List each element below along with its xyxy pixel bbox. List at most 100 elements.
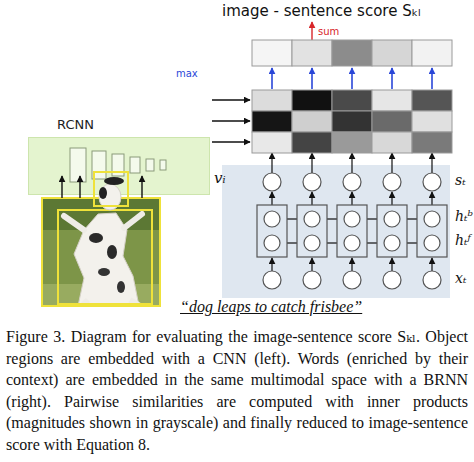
brnn-panel <box>222 165 450 298</box>
operation-label: max <box>176 68 198 80</box>
unit-circle <box>384 235 400 251</box>
node-heading: RCNN <box>57 118 94 133</box>
similarity-cell <box>332 132 372 153</box>
unit-circle <box>264 235 280 251</box>
input-sentence: “dog leaps to catch frisbee” <box>180 298 362 316</box>
detection-arrow <box>61 176 62 198</box>
score-cell <box>252 40 292 66</box>
output-arrow <box>271 192 272 205</box>
dog-spot <box>98 268 110 276</box>
similarity-cell <box>292 111 332 132</box>
max-arrow <box>431 68 433 89</box>
unit-circle <box>263 173 281 191</box>
math-symbol: hₜᵇ <box>455 208 473 224</box>
output-arrow <box>391 192 392 205</box>
similarity-cell <box>412 132 452 153</box>
similarity-cell <box>332 111 372 132</box>
unit-circle <box>423 271 441 289</box>
dog-spot <box>117 281 125 293</box>
hidden-state-box <box>297 205 327 257</box>
similarity-cell <box>252 111 292 132</box>
unit-circle <box>304 211 320 227</box>
hidden-state-box <box>417 205 447 257</box>
math-symbol: vᵢ <box>214 170 226 187</box>
cnn-layer <box>130 157 140 173</box>
cnn-layer <box>146 159 154 171</box>
region-arrow <box>212 141 250 142</box>
unit-circle <box>263 271 281 289</box>
unit-circle <box>343 271 361 289</box>
dog-spot <box>107 245 117 259</box>
math-symbol: sₜ <box>455 172 466 188</box>
unit-circle <box>383 271 401 289</box>
similarity-matrix <box>252 90 452 153</box>
dog-spot <box>89 233 103 243</box>
similarity-cell <box>412 90 452 111</box>
output-arrow <box>311 192 312 205</box>
region-box <box>58 210 152 304</box>
unit-circle <box>384 211 400 227</box>
operation-label: sum <box>318 26 339 38</box>
similarity-cell <box>372 90 412 111</box>
similarity-cell <box>372 132 412 153</box>
hidden-state-box <box>377 205 407 257</box>
embedding-arrow <box>351 153 352 173</box>
photo-content <box>42 198 160 306</box>
max-arrow <box>271 68 273 89</box>
embedding-arrow <box>391 153 392 173</box>
embedding-arrow <box>311 153 312 173</box>
region-arrow <box>212 99 250 100</box>
sum-arrow <box>311 22 312 40</box>
score-row <box>252 40 452 66</box>
detection-arrow <box>79 176 80 198</box>
input-arrow <box>311 258 312 271</box>
score-cell <box>412 40 452 66</box>
cnn-layer <box>160 160 166 170</box>
frisbee <box>104 177 124 185</box>
unit-circle <box>383 173 401 191</box>
dog-ear <box>99 187 107 199</box>
max-arrow <box>391 68 393 89</box>
score-cell <box>332 40 372 66</box>
unit-circle <box>303 271 321 289</box>
output-arrow <box>431 192 432 205</box>
dog-leg <box>64 214 142 230</box>
unit-circle <box>304 235 320 251</box>
embedding-arrow <box>431 153 432 173</box>
region-box <box>42 198 160 306</box>
max-arrow <box>351 68 353 89</box>
brnn-units <box>257 173 447 289</box>
unit-circle <box>424 235 440 251</box>
score-cell <box>372 40 412 66</box>
detection-arrow <box>141 176 142 198</box>
similarity-cell <box>292 90 332 111</box>
unit-circle <box>424 211 440 227</box>
unit-circle <box>344 235 360 251</box>
diagram-title: image - sentence score Sₖₗ <box>222 3 421 20</box>
unit-circle <box>303 173 321 191</box>
unit-circle <box>344 211 360 227</box>
grass <box>42 198 160 306</box>
output-arrow <box>351 192 352 205</box>
unit-circle <box>423 173 441 191</box>
score-cell <box>292 40 332 66</box>
similarity-cell <box>252 90 292 111</box>
region-arrow <box>212 120 250 121</box>
unit-circle <box>343 173 361 191</box>
figure-caption: Figure 3. Diagram for evaluating the ima… <box>6 326 468 455</box>
unit-circle <box>264 211 280 227</box>
input-arrow <box>351 258 352 271</box>
input-arrow <box>391 258 392 271</box>
similarity-cell <box>252 132 292 153</box>
max-arrow <box>311 68 313 89</box>
similarity-cell <box>292 132 332 153</box>
math-symbol: hₜᶠ <box>455 232 471 248</box>
embedding-arrow <box>271 153 272 173</box>
hidden-state-box <box>257 205 287 257</box>
similarity-cell <box>412 111 452 132</box>
input-arrow <box>431 258 432 271</box>
similarity-cell <box>332 90 372 111</box>
similarity-cell <box>372 111 412 132</box>
hidden-state-box <box>337 205 367 257</box>
